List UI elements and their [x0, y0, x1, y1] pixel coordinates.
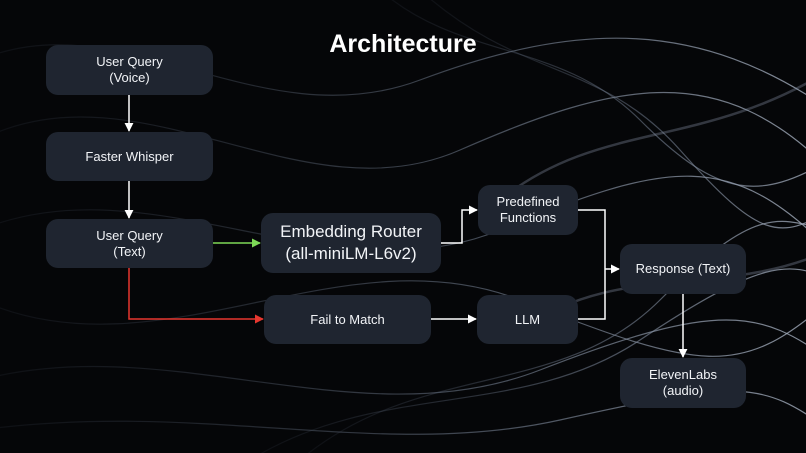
node-user-query-text: User Query (Text): [46, 219, 213, 268]
node-label: (Voice): [109, 70, 150, 85]
node-label: Faster Whisper: [85, 148, 174, 164]
page-title: Architecture: [329, 30, 477, 58]
node-embedding-router: Embedding Router (all-miniLM-L6v2): [261, 213, 441, 273]
node-label: User Query: [96, 54, 163, 69]
node-label: ElevenLabs: [649, 367, 717, 382]
node-label: Fail to Match: [310, 311, 385, 327]
node-label: LLM: [514, 311, 541, 327]
node-response-text: Response (Text): [620, 244, 746, 294]
node-label: User Query: [96, 227, 163, 243]
node-predefined-functions: Predefined Functions: [478, 185, 578, 235]
node-llm: LLM: [477, 295, 578, 344]
node-faster-whisper: Faster Whisper: [46, 132, 213, 181]
arrow-predefined-to-response: [578, 209, 606, 269]
node-fail-to-match: Fail to Match: [264, 295, 431, 344]
node-user-query-voice: User Query (Voice): [46, 45, 213, 95]
node-label: (all-miniLM-L6v2): [285, 244, 417, 263]
node-label: (Text): [113, 243, 146, 259]
arrow-text-to-fail: [128, 268, 264, 324]
node-elevenlabs-audio: ElevenLabs (audio): [620, 358, 746, 408]
arrow-llm-to-response: [578, 269, 606, 320]
node-label: Embedding Router: [280, 222, 422, 241]
arrow-router-to-predefined: [441, 205, 478, 244]
node-label: Functions: [499, 210, 557, 225]
node-label: (audio): [662, 383, 704, 398]
node-label: Response (Text): [635, 261, 731, 276]
node-label: Predefined: [496, 194, 560, 209]
